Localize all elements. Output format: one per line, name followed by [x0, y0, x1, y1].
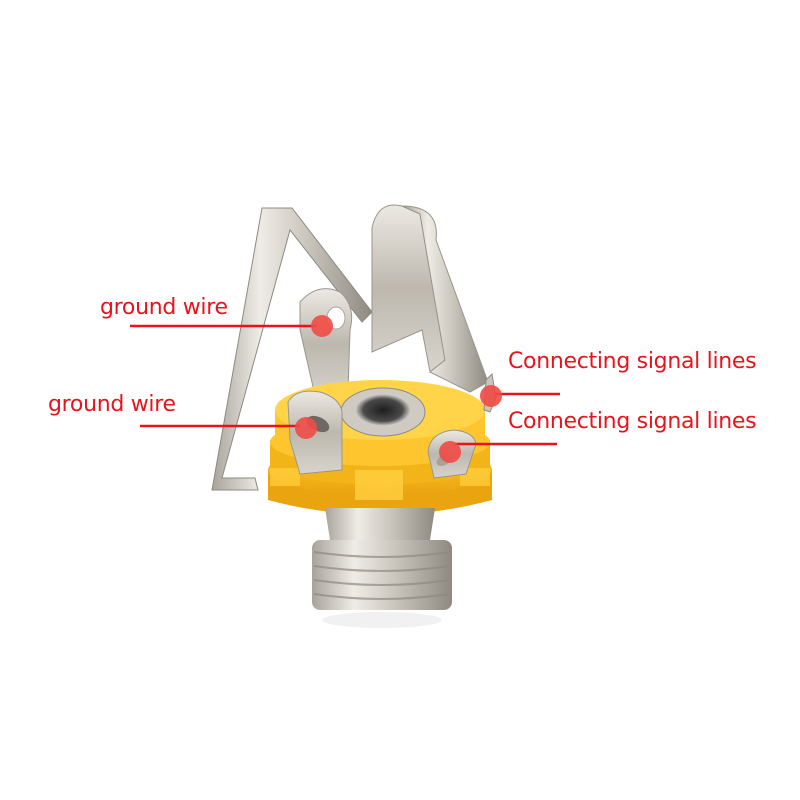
dot-signal-2 [439, 441, 461, 463]
signal-spring-tab [371, 204, 489, 393]
socket-opening [340, 387, 426, 437]
dot-signal-1 [480, 385, 502, 407]
threaded-bushing [312, 508, 452, 628]
upper-ground-lug [299, 288, 353, 401]
dot-ground-1 [311, 315, 333, 337]
ground-wire-label-2: ground wire [48, 392, 176, 417]
signal-line-label-1: Connecting signal lines [508, 349, 757, 374]
signal-line-label-2: Connecting signal lines [508, 409, 757, 434]
annotation-leaders [130, 324, 560, 446]
ground-wire-label-1: ground wire [100, 295, 228, 320]
dot-ground-2 [295, 417, 317, 439]
ground-spring-terminal [211, 207, 373, 491]
annotation-dots [295, 315, 502, 463]
